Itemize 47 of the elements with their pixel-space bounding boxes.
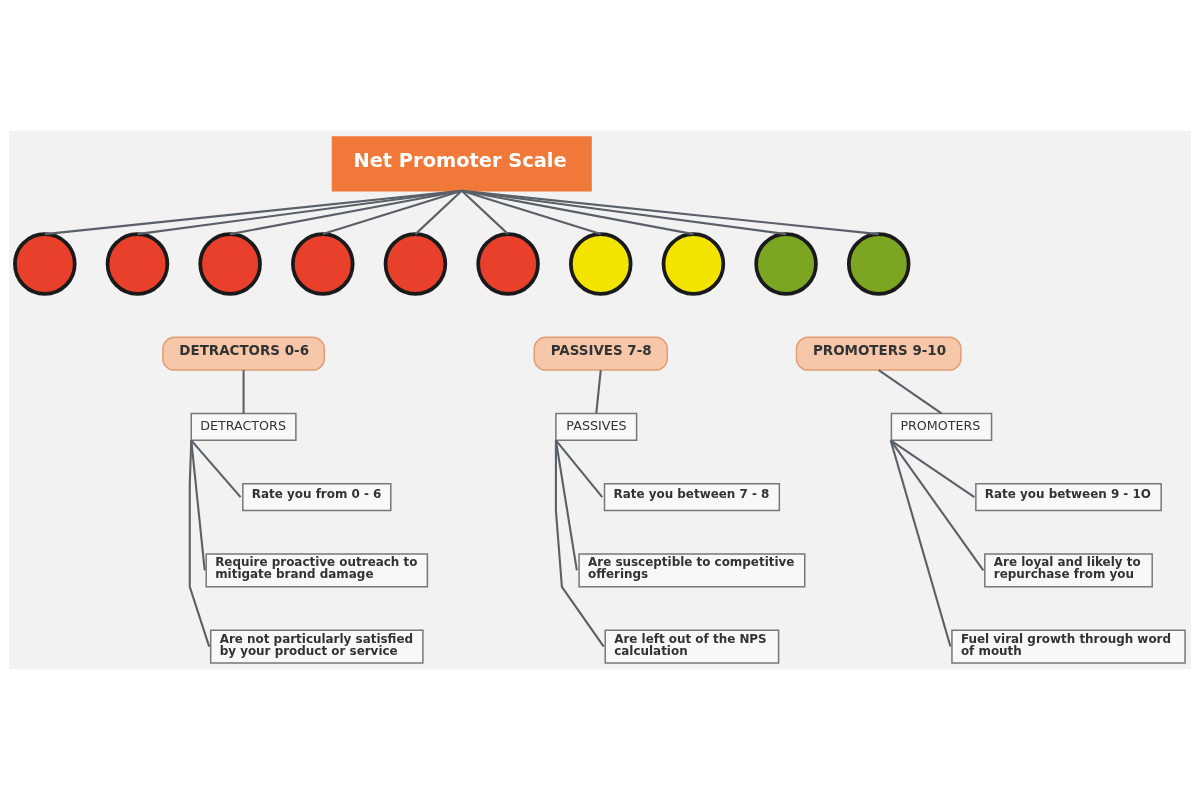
node-box: Net Promoter Scale: [331, 136, 592, 192]
node-circle: [661, 232, 726, 296]
node-box: DETRACTORS 0-6: [162, 336, 326, 371]
node-box: PROMOTERS 9-10: [795, 336, 962, 371]
connector: [190, 440, 206, 571]
node-circle: [569, 232, 633, 296]
node-box: Rate you between 9 - 1O: [975, 482, 1162, 512]
connector: [878, 369, 943, 415]
connector: [889, 440, 952, 647]
connector: [242, 370, 245, 414]
connector: [890, 439, 975, 498]
node-circle: [383, 232, 448, 296]
node-box: Are loyal and likely to repurchase from you: [984, 553, 1153, 588]
node-circle: [754, 232, 818, 296]
node-box: Rate you from 0 - 6: [242, 482, 392, 512]
node-box: PROMOTERS: [890, 412, 993, 442]
node-box: Require proactive outreach to mitigate brand damage: [205, 553, 429, 588]
connector: [595, 370, 602, 414]
connector: [461, 189, 602, 236]
node-circle: [105, 232, 170, 296]
node-circle: [476, 232, 540, 296]
connector: [889, 439, 985, 571]
node-circle: [198, 232, 262, 296]
connector: [554, 440, 605, 648]
connector: [461, 189, 694, 236]
node-circle: [846, 232, 911, 296]
connector: [461, 190, 509, 235]
connector: [414, 190, 463, 235]
node-circle: [291, 232, 355, 296]
node-box: Fuel viral growth through word of mouth: [951, 629, 1186, 664]
node-box: Rate you between 7 - 8: [603, 482, 781, 512]
connector: [44, 189, 462, 236]
node-box: Are not particularly satisfied by your product or service: [209, 629, 424, 664]
node-box: PASSIVES: [555, 412, 638, 442]
connector: [322, 189, 463, 236]
connector: [461, 189, 879, 236]
node-box: DETRACTORS: [190, 412, 297, 442]
connector: [229, 189, 462, 236]
connector: [188, 440, 211, 647]
connector: [137, 189, 462, 236]
node-box: PASSIVES 7-8: [533, 336, 668, 371]
node-circle: [13, 232, 77, 296]
connector: [555, 439, 604, 498]
connector: [461, 189, 787, 236]
node-box: Are left out of the NPS calculation: [604, 629, 780, 664]
node-box: Are susceptible to competitive offerings: [578, 553, 806, 588]
connector: [190, 439, 242, 498]
